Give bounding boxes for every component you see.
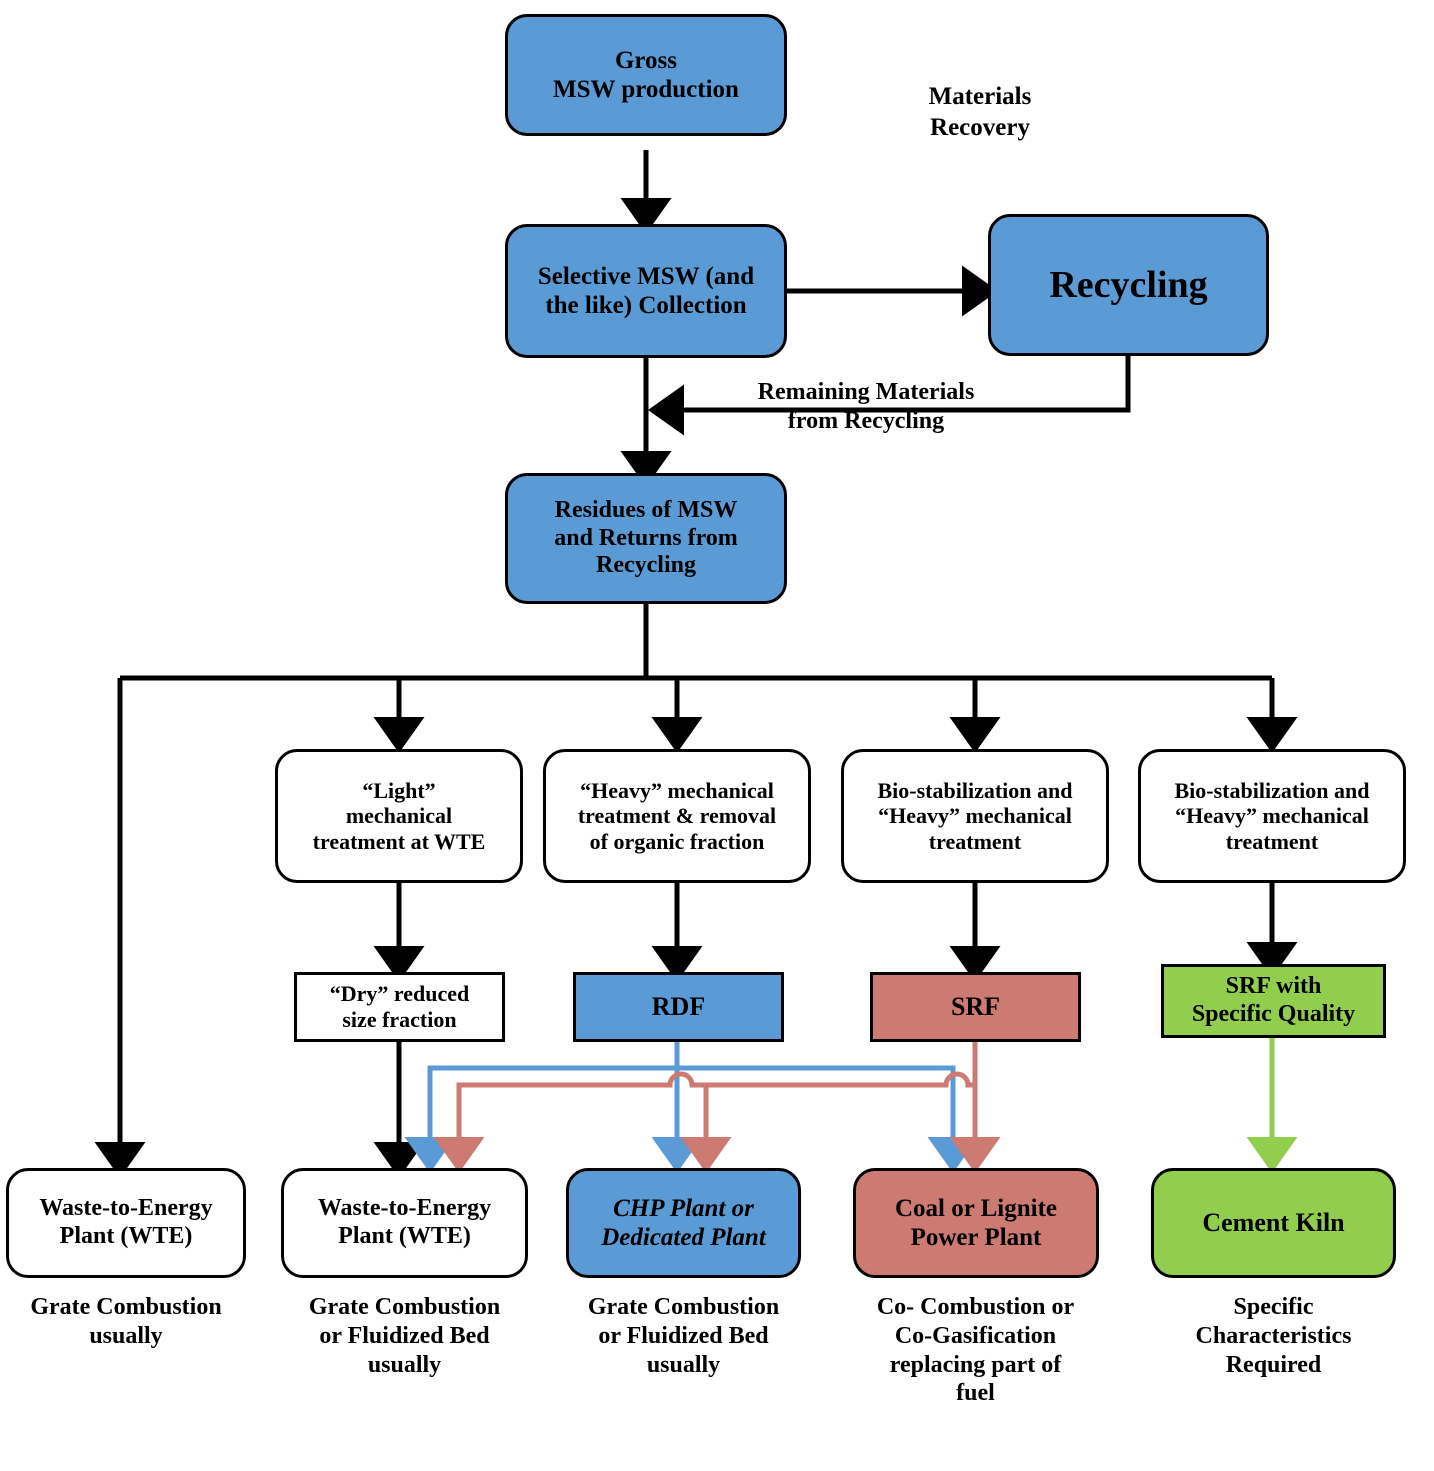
caption-wte-1-line-1: Grate Combustion [30,1294,222,1320]
node-residues-of-msw[interactable]: Residues of MSW and Returns from Recycli… [505,473,787,604]
caption-chp-line-3: usually [646,1351,721,1378]
node-gross-msw-line-1: Gross [614,47,678,74]
node-selective-collection-line-1: Selective MSW (and [537,263,755,290]
node-dry-reduced-size-fraction[interactable]: “Dry” reduced size fraction [294,972,505,1042]
caption-wte-2-line-3: usually [367,1351,442,1378]
node-chp-line-1: CHP Plant or [613,1195,754,1222]
node-srf-with-specific-quality[interactable]: SRF with Specific Quality [1161,964,1386,1038]
remaining-materials-line-1: Remaining Materials [757,379,975,405]
edge-label-remaining-materials: Remaining Materials from Recycling [706,378,1026,436]
caption-coal-line-4: fuel [956,1380,995,1407]
node-waste-to-energy-plant-1[interactable]: Waste-to-Energy Plant (WTE) [6,1168,246,1278]
node-light-mech-line-2: mechanical [345,803,453,829]
caption-coal-plant: Co- Combustion or Co-Gasification replac… [843,1293,1108,1408]
node-cement-kiln[interactable]: Cement Kiln [1151,1168,1396,1278]
caption-wte-2-line-1: Grate Combustion [308,1294,501,1320]
edge-srf-to-wte2 [433,1071,975,1173]
caption-chp-line-2: or Fluidized Bed [598,1322,769,1349]
node-light-mech-line-1: “Light” [362,777,436,803]
node-bio-heavy-1-line-3: treatment [928,828,1022,854]
node-bio-heavy-1-line-2: “Heavy” mechanical [878,803,1072,829]
caption-chp: Grate Combustion or Fluidized Bed usuall… [551,1293,816,1379]
node-residues-line-2: and Returns from [554,524,738,551]
materials-recovery-line-2: Recovery [930,113,1030,141]
edge-rdf-to-coal [677,1065,979,1173]
node-coal-plant-line-2: Power Plant [910,1224,1042,1251]
node-wte-1-line-2: Plant (WTE) [59,1223,193,1249]
node-wte-2-line-2: Plant (WTE) [338,1223,471,1249]
edge-rdf-to-wte2 [404,1065,677,1173]
node-wte-1-line-1: Waste-to-Energy [39,1195,213,1222]
node-rdf-line-1: RDF [651,991,706,1021]
node-selective-msw-collection[interactable]: Selective MSW (and the like) Collection [505,224,787,358]
node-selective-collection-line-2: the like) Collection [545,292,747,319]
caption-coal-line-1: Co- Combustion or [876,1294,1075,1320]
free-text-materials-recovery: Materials Recovery [850,82,1110,143]
node-bio-heavy-2-line-2: “Heavy” mechanical [1175,803,1369,829]
caption-wte-2-line-2: or Fluidized Bed [319,1322,490,1349]
node-srf-line-1: SRF [950,991,1001,1021]
node-dry-fraction-line-1: “Dry” reduced [329,981,470,1007]
caption-chp-line-1: Grate Combustion [587,1294,780,1320]
caption-cement-line-1: Specific [1233,1294,1314,1320]
caption-coal-line-3: replacing part of [889,1351,1062,1378]
node-gross-msw-production[interactable]: Gross MSW production [505,14,787,136]
node-chp-or-dedicated-plant[interactable]: CHP Plant or Dedicated Plant [566,1168,801,1278]
node-coal-or-lignite-power-plant[interactable]: Coal or Lignite Power Plant [853,1168,1099,1278]
node-chp-line-2: Dedicated Plant [601,1224,766,1251]
node-wte-2-line-1: Waste-to-Energy [317,1195,492,1222]
node-light-mech-line-3: treatment at WTE [312,828,486,854]
node-bio-stabilization-heavy-1[interactable]: Bio-stabilization and “Heavy” mechanical… [841,749,1109,883]
node-bio-heavy-1-line-1: Bio-stabilization and [877,777,1073,803]
caption-cement-line-3: Required [1225,1351,1322,1378]
node-heavy-mech-line-3: of organic fraction [589,828,765,854]
caption-wte-1-line-2: usually [89,1322,163,1349]
caption-cement-line-2: Characteristics [1195,1322,1352,1349]
node-dry-fraction-line-2: size fraction [342,1007,457,1032]
node-srf-quality-line-1: SRF with [1225,973,1322,1000]
node-gross-msw-line-2: MSW production [553,76,739,103]
node-bio-heavy-2-line-1: Bio-stabilization and [1174,777,1370,803]
node-srf-quality-line-2: Specific Quality [1191,1001,1356,1027]
node-heavy-mech-line-2: treatment & removal [577,803,777,829]
node-heavy-mechanical-treatment[interactable]: “Heavy” mechanical treatment & removal o… [543,749,811,883]
node-heavy-mech-line-1: “Heavy” mechanical [580,777,774,803]
node-cement-kiln-line-1: Cement Kiln [1202,1207,1345,1237]
node-waste-to-energy-plant-2[interactable]: Waste-to-Energy Plant (WTE) [281,1168,528,1278]
node-recycling[interactable]: Recycling [988,214,1269,356]
node-light-mechanical-treatment[interactable]: “Light” mechanical treatment at WTE [275,749,523,883]
caption-coal-line-2: Co-Gasification [894,1322,1057,1349]
node-residues-line-3: Recycling [596,552,696,579]
node-srf[interactable]: SRF [870,972,1081,1042]
caption-wte-2: Grate Combustion or Fluidized Bed usuall… [272,1293,537,1379]
remaining-materials-line-2: from Recycling [787,407,945,434]
caption-cement-kiln: Specific Characteristics Required [1141,1293,1406,1379]
node-coal-plant-line-1: Coal or Lignite [894,1195,1058,1222]
caption-wte-1: Grate Combustion usually [0,1293,252,1351]
node-rdf[interactable]: RDF [573,972,784,1042]
node-bio-stabilization-heavy-2[interactable]: Bio-stabilization and “Heavy” mechanical… [1138,749,1406,883]
node-residues-line-1: Residues of MSW [554,496,738,523]
materials-recovery-line-1: Materials [928,83,1032,110]
node-recycling-line-1: Recycling [1049,263,1208,306]
node-bio-heavy-2-line-3: treatment [1225,828,1319,854]
